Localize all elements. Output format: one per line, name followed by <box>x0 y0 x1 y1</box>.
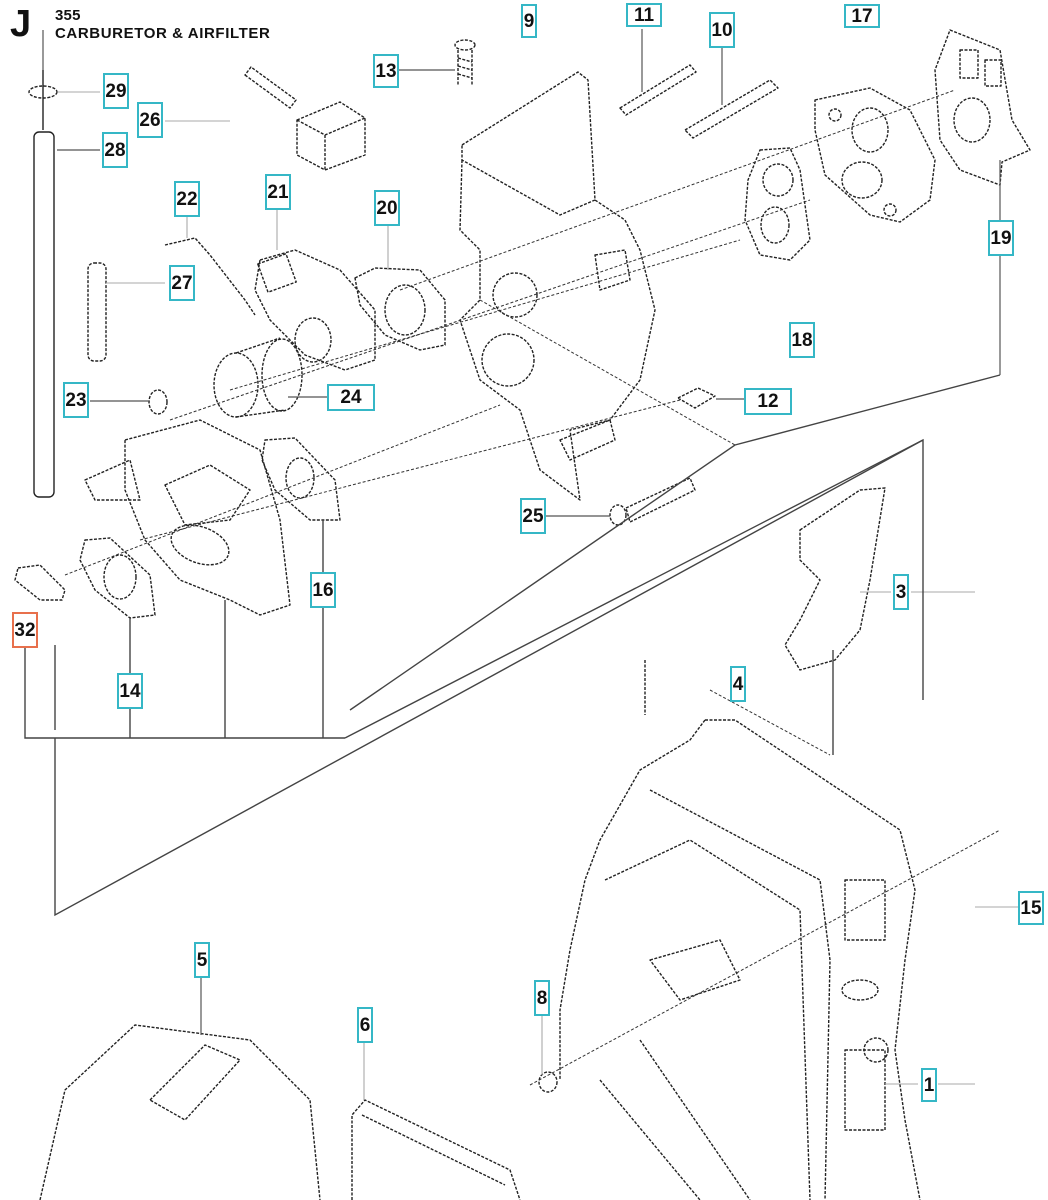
callout-29[interactable]: 29 <box>103 73 129 109</box>
callout-16[interactable]: 16 <box>310 572 336 608</box>
part-12-nut <box>677 387 716 409</box>
callout-23[interactable]: 23 <box>63 382 89 418</box>
part-14-gasket <box>79 537 156 619</box>
part-5-filter-cover <box>39 1024 321 1200</box>
assembly-axis-lines <box>64 89 1001 1086</box>
part-28-rod <box>33 70 55 498</box>
callout-26[interactable]: 26 <box>137 102 163 138</box>
callout-1[interactable]: 1 <box>921 1068 937 1102</box>
part-29-washer <box>28 85 58 99</box>
part-13-screw <box>454 39 476 85</box>
callout-21[interactable]: 21 <box>265 174 291 210</box>
part-32-plate <box>14 564 66 601</box>
part-27-tube <box>87 262 107 362</box>
callout-24[interactable]: 24 <box>327 384 375 411</box>
callout-19[interactable]: 19 <box>988 220 1014 256</box>
leader-lines <box>42 29 1018 1100</box>
part-19-gasket <box>934 29 1031 186</box>
callout-18[interactable]: 18 <box>789 322 815 358</box>
callout-28[interactable]: 28 <box>102 132 128 168</box>
callout-13[interactable]: 13 <box>373 54 399 88</box>
part-21-choke-assembly <box>254 249 376 371</box>
callout-11[interactable]: 11 <box>626 3 662 27</box>
callout-14[interactable]: 14 <box>117 673 143 709</box>
part-20-flange-gasket <box>354 267 446 351</box>
part-11-bolt <box>619 64 697 116</box>
callout-6[interactable]: 6 <box>357 1007 373 1043</box>
callout-5[interactable]: 5 <box>194 942 210 978</box>
callout-3[interactable]: 3 <box>893 574 909 610</box>
part-9-carburetor-holder <box>459 71 656 501</box>
callout-17[interactable]: 17 <box>844 4 880 28</box>
callout-15[interactable]: 15 <box>1018 891 1044 925</box>
part-18-gasket <box>744 147 811 261</box>
carburetor-body <box>84 419 291 616</box>
callout-9[interactable]: 9 <box>521 4 537 38</box>
callout-4[interactable]: 4 <box>730 666 746 702</box>
callout-20[interactable]: 20 <box>374 190 400 226</box>
callout-10[interactable]: 10 <box>709 12 735 48</box>
callout-27[interactable]: 27 <box>169 265 195 301</box>
part-16-gasket <box>261 437 341 521</box>
part-26-pin-and-block <box>244 66 366 171</box>
model-number: 355 <box>55 7 81 24</box>
part-24-sleeve <box>213 337 303 418</box>
callout-8[interactable]: 8 <box>534 980 550 1016</box>
part-3-bracket <box>784 487 886 671</box>
part-6-filter-element <box>351 1099 521 1200</box>
callout-12[interactable]: 12 <box>744 388 792 415</box>
callout-25[interactable]: 25 <box>520 498 546 534</box>
part-17-insulator <box>814 87 936 223</box>
group-brackets <box>24 374 1001 917</box>
part-22-clip <box>164 237 256 316</box>
callout-32[interactable]: 32 <box>12 612 38 648</box>
callout-22[interactable]: 22 <box>174 181 200 217</box>
section-letter: J <box>10 3 32 45</box>
part-8-nut <box>538 1071 558 1093</box>
part-10-bolt <box>684 79 779 139</box>
part-23-nut <box>148 389 168 415</box>
part-1-airfilter-housing <box>559 719 921 1200</box>
section-title: CARBURETOR & AIRFILTER <box>55 25 271 42</box>
